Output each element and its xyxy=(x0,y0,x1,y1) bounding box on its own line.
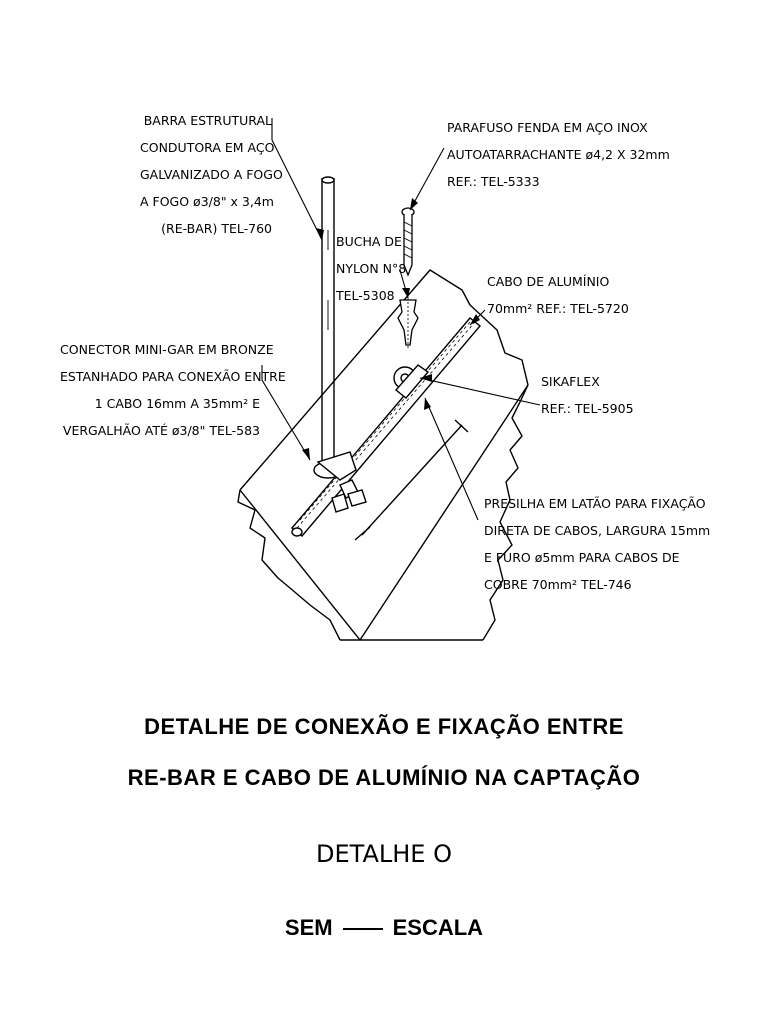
screw-and-plug xyxy=(397,207,419,350)
leader-arrowheads xyxy=(302,198,480,460)
callout-line: 1 CABO 16mm A 35mm² E xyxy=(94,396,260,411)
callout-bucha: BUCHA DE NYLON N°8 TEL-5308 xyxy=(336,228,406,309)
callout-parafuso: PARAFUSO FENDA EM AÇO INOX AUTOATARRACHA… xyxy=(447,114,670,195)
callout-barra-estrutural: BARRA ESTRUTURAL CONDUTORA EM AÇO GALVAN… xyxy=(140,107,283,242)
callout-conector: CONECTOR MINI-GAR EM BRONZE ESTANHADO PA… xyxy=(60,336,286,444)
callout-cabo-aluminio: CABO DE ALUMÍNIO 70mm² REF.: TEL-5720 xyxy=(487,268,629,322)
callout-line: BARRA ESTRUTURAL xyxy=(143,113,272,128)
scale-left: SEM xyxy=(284,915,333,940)
callout-line: NYLON N°8 xyxy=(336,261,407,276)
callout-line: DIRETA DE CABOS, LARGURA 15mm xyxy=(484,523,711,538)
scale-right: ESCALA xyxy=(392,915,484,940)
callout-sikaflex: SIKAFLEX REF.: TEL-5905 xyxy=(541,368,634,422)
callout-line: CABO DE ALUMÍNIO xyxy=(487,274,610,289)
drawing-title-line-2: RE-BAR E CABO DE ALUMÍNIO NA CAPTAÇÃO xyxy=(127,765,641,790)
callout-line: PARAFUSO FENDA EM AÇO INOX xyxy=(447,120,648,135)
callout-line: BUCHA DE xyxy=(336,234,402,249)
callout-line: CONDUTORA EM AÇO xyxy=(140,140,275,155)
slab-inner-line xyxy=(359,384,529,641)
callout-line: AUTOATARRACHANTE ø4,2 X 32mm xyxy=(447,147,670,162)
callout-line: REF.: TEL-5905 xyxy=(541,401,634,416)
slab-joint-marks xyxy=(354,419,469,541)
callout-line: COBRE 70mm² TEL-746 xyxy=(484,577,632,592)
callout-line: TEL-5308 xyxy=(336,288,395,303)
callout-line: ESTANHADO PARA CONEXÃO ENTRE xyxy=(60,369,286,384)
slab-top-outline xyxy=(239,269,529,491)
detail-label: DETALHE O xyxy=(316,840,452,868)
scale-note: SEM ESCALA xyxy=(0,915,768,941)
slab-right-broken-edge xyxy=(482,384,529,641)
presilha-clamp xyxy=(393,364,430,399)
callout-line: A FOGO ø3/8" x 3,4m xyxy=(140,194,274,209)
callout-line: REF.: TEL-5333 xyxy=(447,174,540,189)
scale-dash xyxy=(342,928,383,931)
callout-line: CONECTOR MINI-GAR EM BRONZE xyxy=(60,342,274,357)
slab-front-edge xyxy=(239,489,361,641)
callout-line: GALVANIZADO A FOGO xyxy=(140,167,283,182)
callout-line: (RE-BAR) TEL-760 xyxy=(161,221,272,236)
technical-drawing xyxy=(237,118,541,641)
drawing-title-line-1: DETALHE DE CONEXÃO E FIXAÇÃO ENTRE xyxy=(144,714,624,739)
callout-line: SIKAFLEX xyxy=(541,374,600,389)
slab-left-broken-edge xyxy=(237,489,341,641)
callout-line: PRESILHA EM LATÃO PARA FIXAÇÃO xyxy=(484,496,706,511)
rebar-rod xyxy=(321,176,335,468)
callout-presilha: PRESILHA EM LATÃO PARA FIXAÇÃO DIRETA DE… xyxy=(484,490,710,598)
aluminum-cable xyxy=(291,317,481,537)
connector-mini-gar xyxy=(313,451,367,513)
callout-line: E FURO ø5mm PARA CABOS DE xyxy=(484,550,680,565)
callout-line: 70mm² REF.: TEL-5720 xyxy=(487,301,629,316)
callout-line: VERGALHÃO ATÉ ø3/8" TEL-583 xyxy=(62,423,260,438)
